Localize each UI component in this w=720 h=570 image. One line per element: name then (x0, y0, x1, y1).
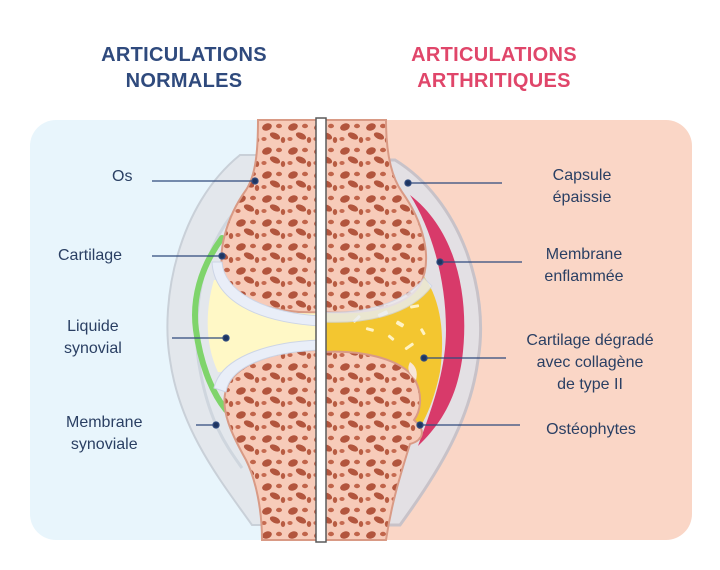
label-cartilage-degrade: Cartilage dégradé avec collagène de type… (508, 330, 672, 396)
label-membrane-enflammee: Membrane enflammée (524, 244, 644, 288)
label-cartilage: Cartilage (58, 245, 122, 267)
label-membrane-synoviale: Membrane synoviale (66, 412, 142, 456)
label-liquide-synovial: Liquide synovial (64, 316, 122, 360)
label-capsule-epaissie: Capsule épaissie (532, 165, 632, 209)
title-arthritic-joints: ARTICULATIONS ARTHRITIQUES (344, 42, 644, 94)
title-normal-joints: ARTICULATIONS NORMALES (34, 42, 334, 94)
label-os: Os (112, 166, 132, 188)
label-osteophytes: Ostéophytes (526, 419, 656, 441)
center-divider (316, 118, 326, 542)
